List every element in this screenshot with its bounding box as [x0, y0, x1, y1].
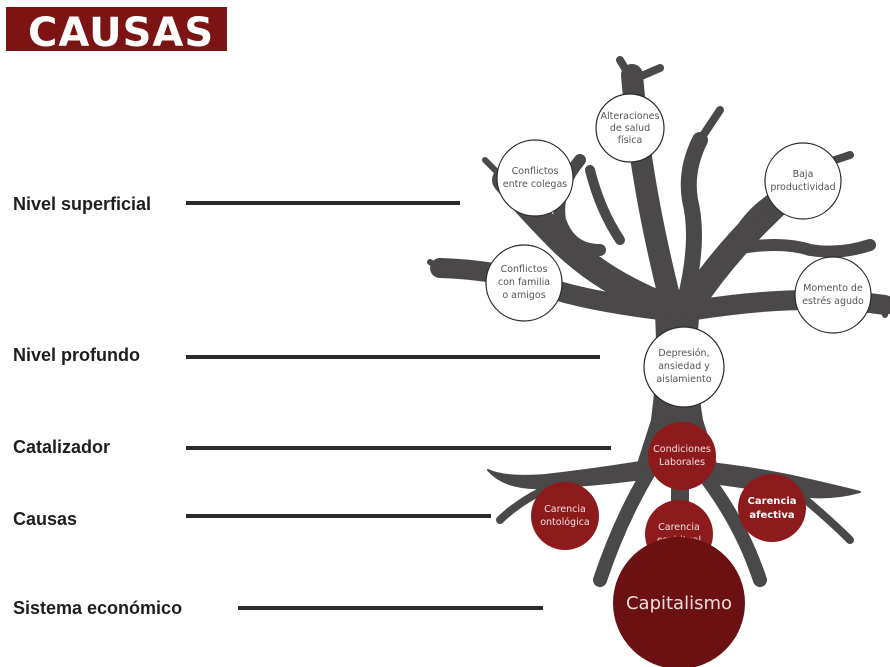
node-familia-line2: con familia	[498, 277, 550, 288]
level-line-catalizador	[186, 446, 611, 450]
node-laborales-line2: Laborales	[659, 457, 705, 468]
level-label-causas: Causas	[13, 509, 78, 529]
node-salud-line2: de salud	[610, 123, 650, 134]
node-laborales-line1: Condiciones	[653, 444, 711, 455]
level-line-superficial	[186, 201, 460, 205]
node-productividad-line1: Baja	[793, 169, 814, 180]
node-salud: Alteraciones de salud física	[595, 93, 665, 163]
node-estres-line2: estrés agudo	[802, 296, 864, 307]
node-capitalismo-label: Capitalismo	[626, 593, 732, 614]
level-label-profundo: Nivel profundo	[13, 345, 140, 365]
node-colegas-line2: entre colegas	[503, 179, 568, 190]
level-line-causas	[186, 514, 491, 518]
node-depresion: Depresión, ansiedad y aislamiento	[643, 326, 725, 408]
node-laborales: Condiciones Laborales	[648, 422, 716, 490]
node-salud-line1: Alteraciones	[601, 111, 660, 122]
level-label-sistema: Sistema económico	[13, 598, 183, 618]
node-depresion-line2: ansiedad y	[658, 361, 710, 372]
node-productividad-line2: productividad	[770, 182, 835, 193]
node-ontologica-line1: Carencia	[544, 504, 586, 515]
node-ontologica-line2: ontológica	[540, 517, 590, 528]
title-banner: CAUSAS	[6, 7, 227, 56]
node-estres: Momento de estrés agudo	[794, 256, 872, 334]
level-line-profundo	[186, 355, 600, 359]
node-salud-line3: física	[618, 135, 643, 146]
level-label-catalizador: Catalizador	[13, 437, 111, 457]
node-ontologica: Carencia ontológica	[531, 482, 599, 550]
node-colegas: Conflictos entre colegas	[496, 139, 574, 217]
node-afectiva: Carencia afectiva	[738, 474, 806, 542]
page-title: CAUSAS	[28, 10, 215, 56]
node-familia: Conflictos con familia o amigos	[485, 244, 563, 322]
level-label-superficial: Nivel superficial	[13, 194, 152, 214]
node-depresion-line1: Depresión,	[658, 348, 709, 359]
node-productividad: Baja productividad	[764, 142, 842, 220]
node-capitalismo: Capitalismo	[613, 537, 745, 667]
node-afectiva-line2: afectiva	[749, 510, 794, 521]
node-colegas-line1: Conflictos	[512, 166, 559, 177]
node-depresion-line3: aislamiento	[656, 374, 711, 385]
level-line-sistema	[238, 606, 543, 610]
node-afectiva-line1: Carencia	[747, 496, 796, 507]
node-familia-line3: o amigos	[502, 290, 545, 301]
node-familia-line1: Conflictos	[501, 264, 548, 275]
node-estres-line1: Momento de	[803, 283, 863, 294]
node-espiritual-line1: Carencia	[658, 522, 700, 533]
